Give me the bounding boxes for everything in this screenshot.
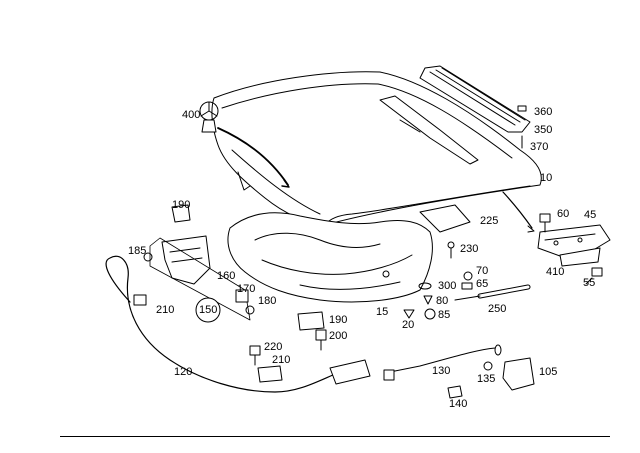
screw-55: [585, 267, 603, 285]
lock-assembly: [133, 204, 255, 323]
callout-80: 80: [436, 295, 449, 307]
gas-strut: [454, 284, 531, 301]
cable-end: [447, 357, 535, 399]
bolt-60: [539, 213, 551, 233]
callout-55: 55: [583, 277, 596, 289]
cowl-grille: [419, 65, 531, 133]
callout-360: 360: [534, 106, 553, 118]
callout-210-lower: 210: [272, 354, 291, 366]
release-cable: [105, 255, 502, 393]
bracket-225: [419, 204, 471, 233]
callout-130: 130: [432, 365, 451, 377]
callout-185: 185: [128, 245, 147, 257]
seal-410: [559, 247, 601, 267]
callout-65: 65: [476, 278, 489, 290]
callout-410: 410: [546, 266, 565, 278]
callout-10: 10: [540, 172, 553, 184]
callout-140: 140: [449, 398, 468, 410]
star-emblem: [199, 101, 290, 188]
callout-190-upper: 190: [172, 199, 191, 211]
callout-350: 350: [534, 124, 553, 136]
hood-panel: [211, 71, 542, 226]
callout-105: 105: [539, 366, 558, 378]
callout-135: 135: [477, 373, 496, 385]
callout-210-left: 210: [156, 304, 175, 316]
callout-120: 120: [174, 366, 193, 378]
page-baseline-rule: [60, 436, 610, 437]
callout-370: 370: [530, 141, 549, 153]
callout-20: 20: [402, 319, 415, 331]
callout-300: 300: [438, 280, 457, 292]
fasteners: [143, 105, 527, 320]
callout-225: 225: [480, 215, 499, 227]
callout-190-lower: 190: [329, 314, 348, 326]
lower-latch: [249, 311, 327, 383]
callout-180: 180: [258, 295, 277, 307]
callout-230: 230: [460, 243, 479, 255]
callout-15: 15: [376, 306, 389, 318]
callout-170: 170: [237, 283, 256, 295]
insulation-mat: [227, 212, 433, 303]
callout-45: 45: [584, 209, 597, 221]
callout-250: 250: [488, 303, 507, 315]
callout-400: 400: [182, 109, 201, 121]
callout-60: 60: [557, 208, 570, 220]
hood-hinge: [502, 191, 611, 257]
callout-85: 85: [438, 309, 451, 321]
callout-160: 160: [217, 270, 236, 282]
callout-220: 220: [264, 341, 283, 353]
callout-150: 150: [199, 304, 218, 316]
callout-200: 200: [329, 330, 348, 342]
callout-70: 70: [476, 265, 489, 277]
